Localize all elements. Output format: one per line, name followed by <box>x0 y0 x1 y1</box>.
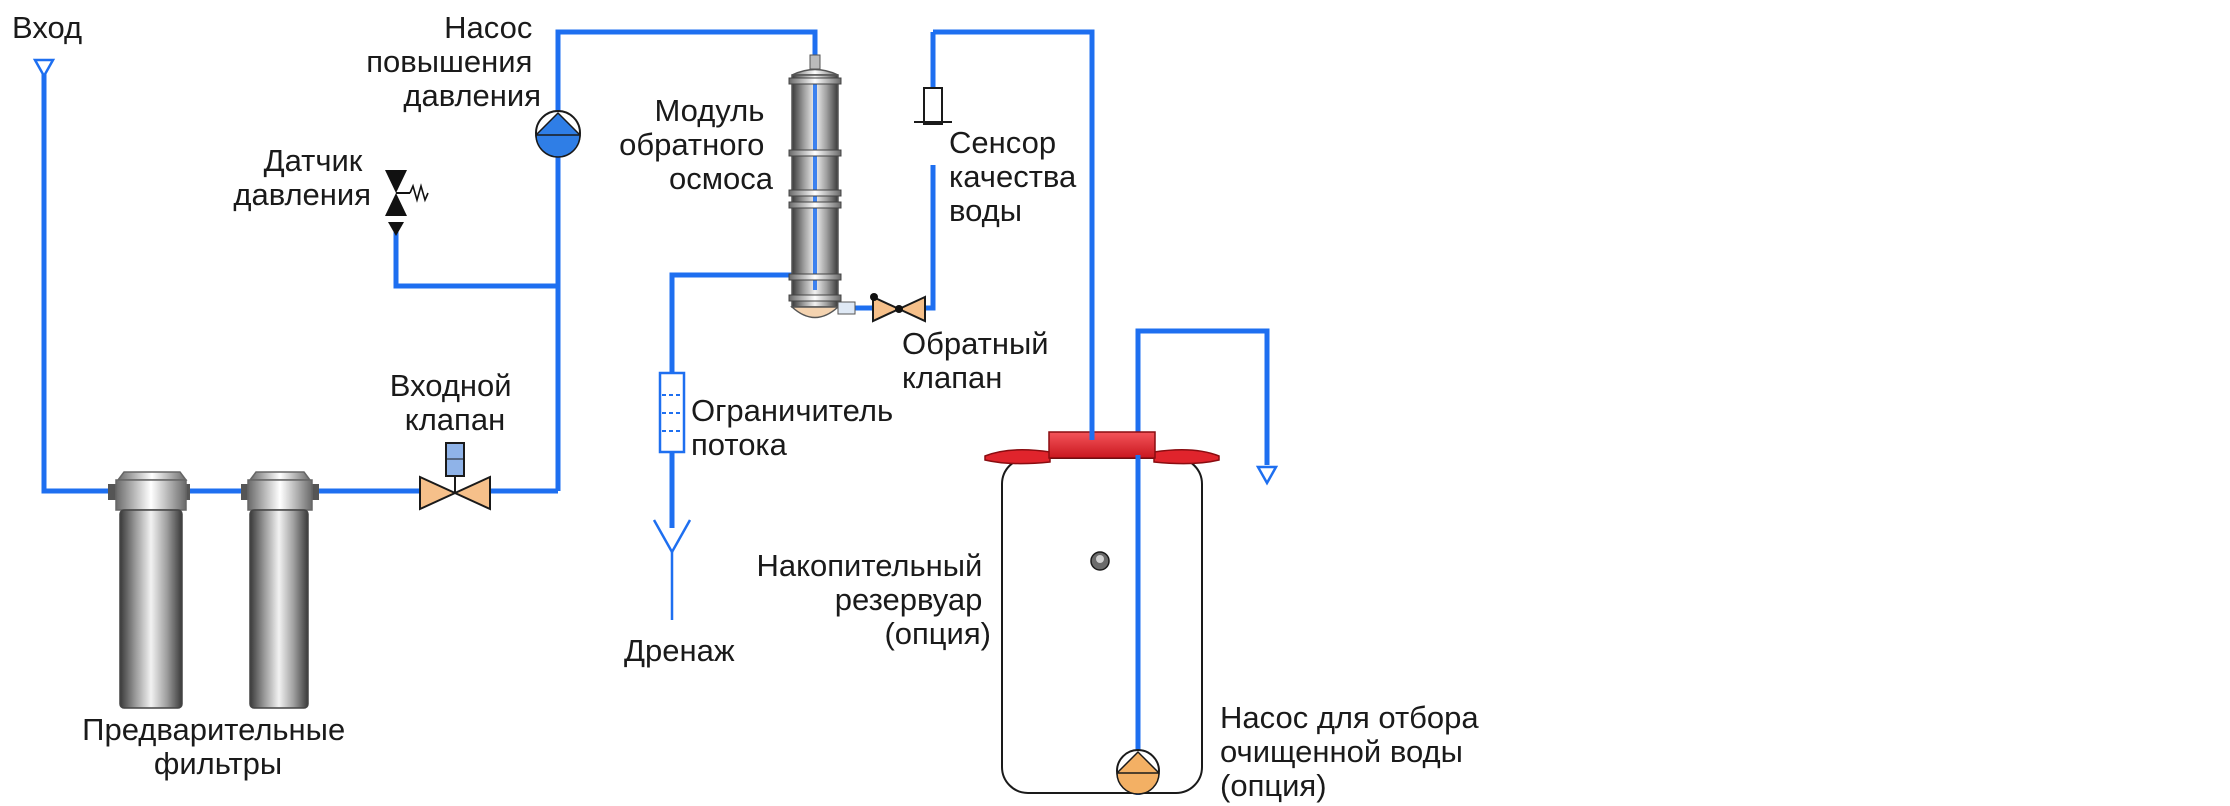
prefilter-2 <box>241 471 319 709</box>
inlet-arrow-icon <box>32 58 56 79</box>
pump-icon <box>535 110 581 158</box>
check-valve-icon <box>870 293 926 323</box>
prefilter-1 <box>108 471 190 709</box>
inlet-label: Вход <box>12 10 82 45</box>
water-quality-sensor <box>914 87 952 125</box>
piping <box>41 29 1270 795</box>
valve-icon <box>419 475 491 511</box>
drain-label: Дренаж <box>624 633 735 668</box>
pressure-sensor-label: Датчик давления <box>233 143 371 212</box>
storage-tank-label: Накопительный резервуар (опция) <box>756 548 991 651</box>
solenoid-icon <box>445 442 465 477</box>
prefilters-label: Предварительные фильтры <box>82 712 354 781</box>
inlet-valve-label: Входной клапан <box>390 368 520 437</box>
delivery-pump <box>1116 749 1160 795</box>
delivery-pump-label: Насос для отбора очищенной воды (опция) <box>1220 700 1487 803</box>
storage-tank <box>984 431 1220 794</box>
drain-icon <box>652 519 692 555</box>
ro-module-label: Модуль обратного осмоса <box>619 93 774 196</box>
flow-restrictor-icon <box>658 371 686 454</box>
booster-pump-label: Насос повышения давления <box>366 10 541 113</box>
quality-sensor-label: Сенсор качества воды <box>949 125 1085 228</box>
outlet-arrow-icon <box>1255 465 1279 486</box>
inlet-valve <box>419 442 491 511</box>
pressure-sensor-icon <box>385 170 429 236</box>
ro-module <box>788 54 856 319</box>
flow-restrictor-label: Ограничитель потока <box>691 393 902 462</box>
check-valve-label: Обратный клапан <box>902 326 1057 395</box>
